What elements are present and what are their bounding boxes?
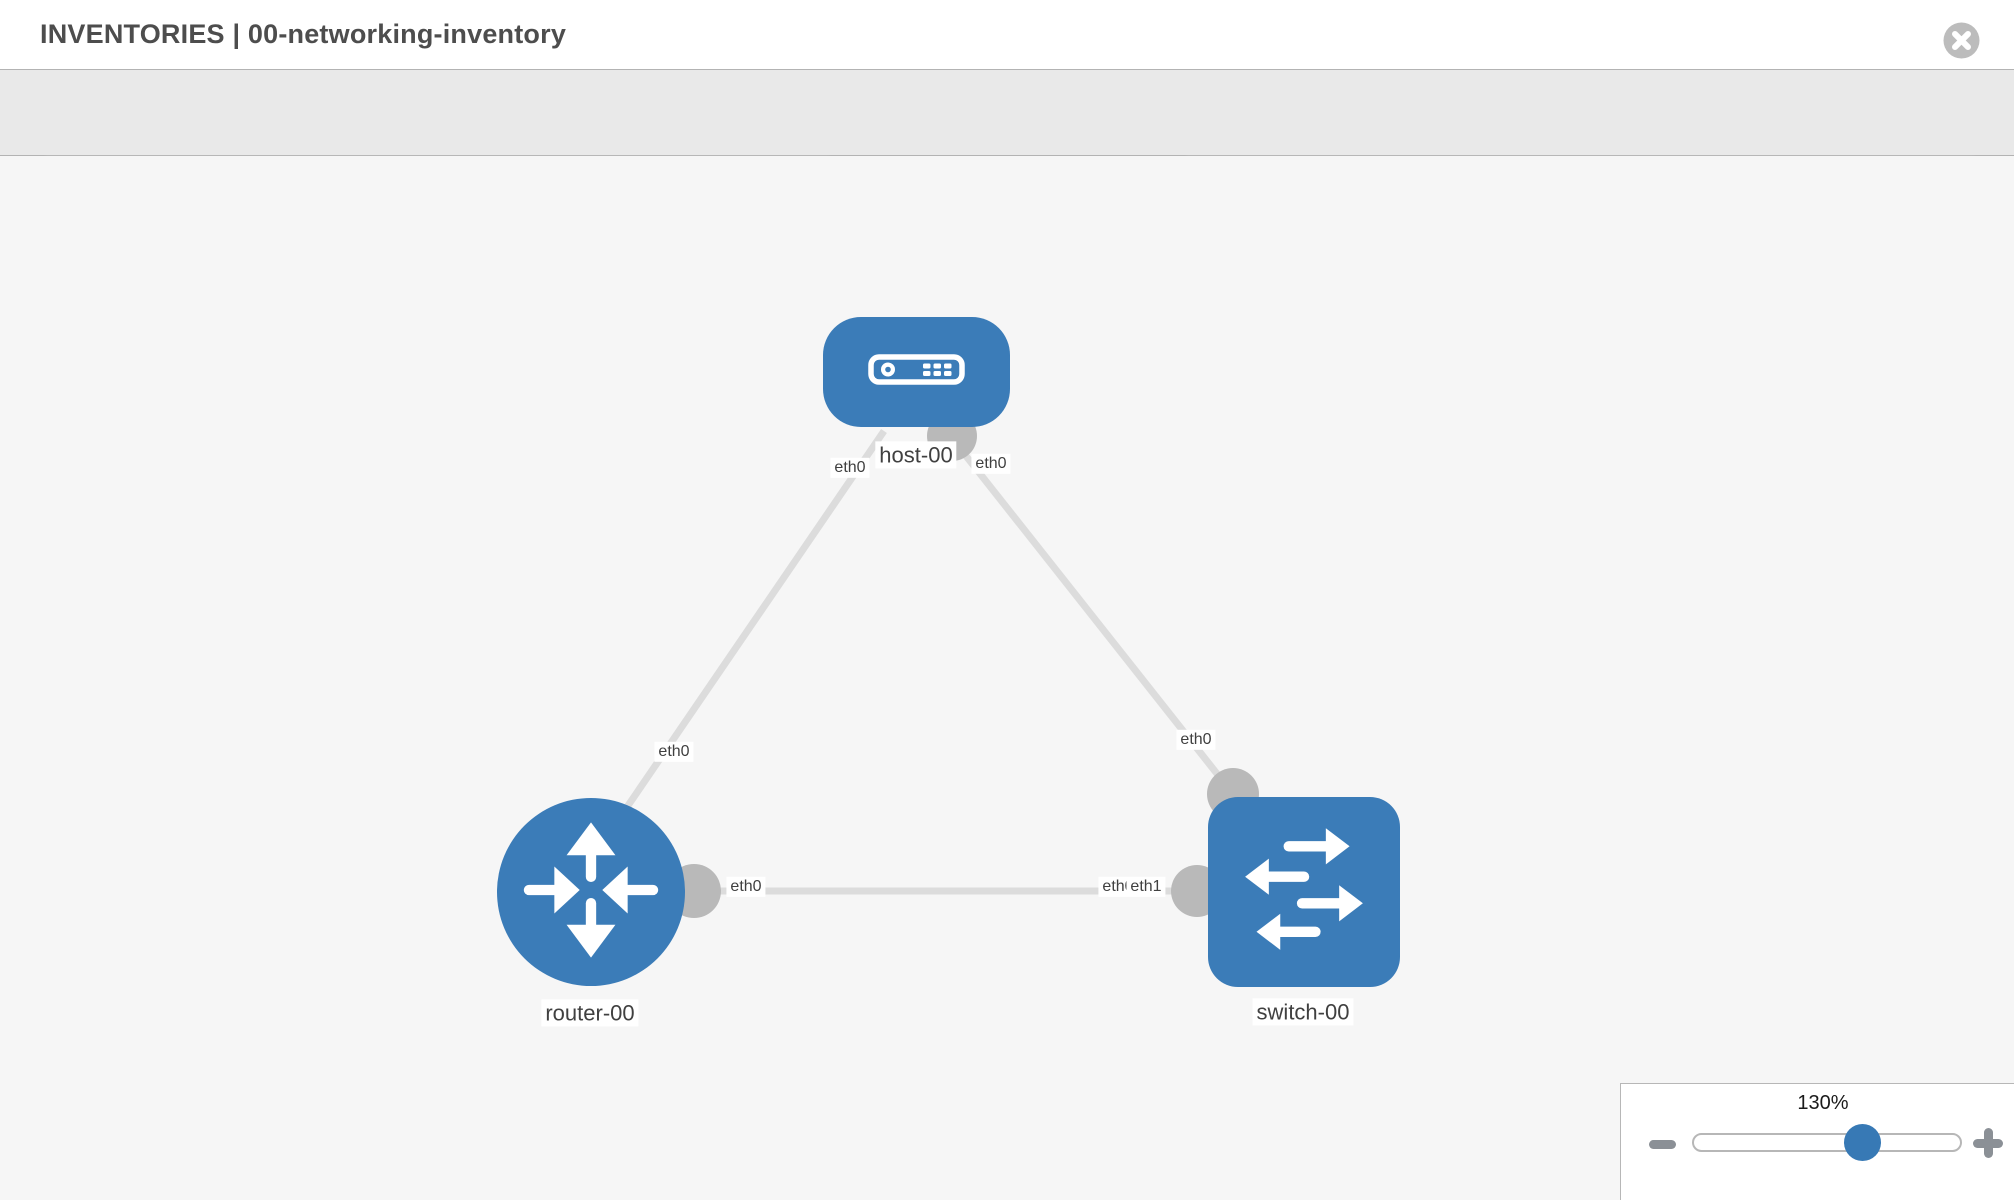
interface-label: eth0: [654, 741, 694, 763]
node-host-00[interactable]: [823, 317, 1010, 427]
toolbar: ACTIONS SEARCH: [0, 70, 2014, 212]
page-title: INVENTORIES | 00-networking-inventory: [40, 19, 567, 49]
minus-icon: [1649, 1140, 1676, 1149]
node-switch-00[interactable]: [1208, 797, 1400, 987]
close-button[interactable]: [1943, 22, 1980, 59]
close-icon: [1943, 22, 1980, 62]
interface-label: eth0: [1176, 729, 1216, 751]
server-icon: [868, 354, 965, 390]
link-lines: [622, 429, 1236, 895]
link-endpoints: [667, 411, 1259, 918]
interface-label: eth0: [971, 453, 1011, 475]
node-label-host-00: host-00: [875, 441, 957, 469]
zoom-in-button[interactable]: [1971, 1126, 2005, 1160]
topology-canvas[interactable]: eth0 eth0 eth0 eth0 eth0 eth0 eth1 host-…: [0, 156, 2014, 1200]
links-layer: [622, 411, 1259, 918]
interface-label: eth0: [830, 457, 870, 479]
node-label-router-00: router-00: [541, 999, 639, 1027]
zoom-slider-track[interactable]: [1692, 1133, 1962, 1152]
zoom-slider-thumb[interactable]: [1844, 1124, 1881, 1161]
interface-label: eth0: [726, 876, 766, 898]
interface-label: eth1: [1126, 876, 1166, 898]
plus-icon: [1983, 1128, 1993, 1158]
zoom-out-button[interactable]: [1648, 1131, 1678, 1155]
node-label-switch-00: switch-00: [1252, 998, 1354, 1026]
node-router-00[interactable]: [497, 798, 685, 986]
zoom-level-value: 130%: [1797, 1092, 1849, 1114]
router-arrows-icon: [497, 796, 685, 989]
switch-arrows-icon: [1208, 795, 1400, 990]
header: INVENTORIES | 00-networking-inventory: [0, 0, 2014, 70]
